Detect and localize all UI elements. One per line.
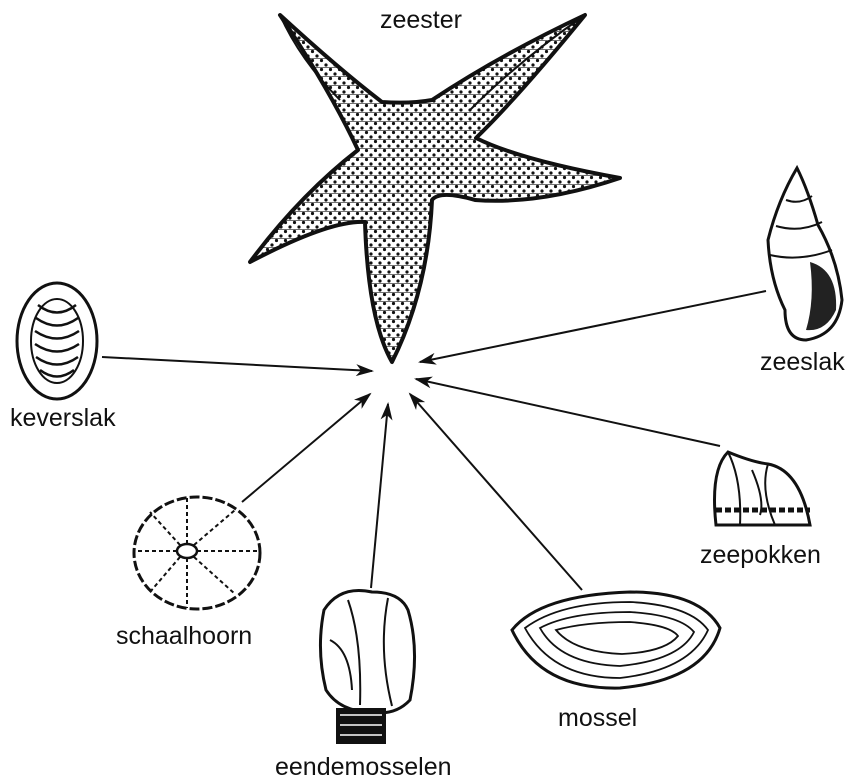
label-keverslak: keverslak — [10, 406, 116, 431]
arrow-mossel-to-zeester — [410, 394, 582, 590]
label-zeepokken: zeepokken — [700, 543, 821, 568]
arrow-schaalhoorn-to-zeester — [242, 394, 370, 502]
barnacles-illustration — [715, 452, 811, 525]
arrow-keverslak-to-zeester — [102, 357, 372, 371]
whelk-illustration — [768, 168, 842, 340]
goose-barnacles-illustration — [320, 590, 414, 744]
arrow-zeepokken-to-zeester — [416, 379, 720, 446]
starfish-illustration — [250, 15, 620, 362]
chiton-illustration — [17, 283, 97, 399]
label-eendemosselen: eendemosselen — [275, 755, 452, 780]
arrow-eendemosselen-to-zeester — [371, 404, 388, 588]
mussel-illustration — [512, 592, 720, 688]
label-schaalhoorn: schaalhoorn — [116, 624, 252, 649]
limpet-illustration — [134, 497, 260, 609]
arrow-zeeslak-to-zeester — [420, 291, 766, 362]
label-mossel: mossel — [558, 706, 637, 731]
label-zeeslak: zeeslak — [760, 350, 845, 375]
label-zeester: zeester — [380, 8, 462, 33]
